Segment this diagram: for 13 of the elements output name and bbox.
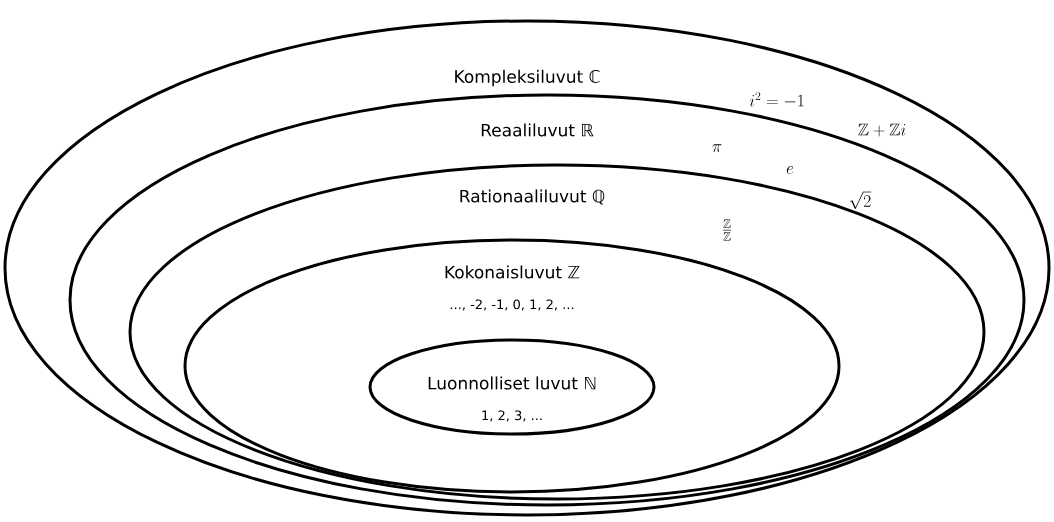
math-label: $\sqrt{2}$ [850,191,872,209]
math-label: $\mathbb{Z}+\mathbb{Z}i$ [858,123,906,137]
set-label: Reaaliluvut ℝ [481,123,594,137]
math-label: $e$ [786,166,794,174]
number-list: 1, 2, 3, ... [482,410,542,422]
set-label: Luonnolliset luvut ℕ [428,376,596,390]
set-label: Kokonaisluvut ℤ [445,265,580,279]
math-label: $\pi$ [712,144,722,152]
number-list: ..., -2, -1, 0, 1, 2, ... [450,299,574,311]
set-label: Kompleksiluvut ℂ [455,69,600,87]
math-label: $\frac{\mathbb{Z}}{\mathbb{Z}}$ [723,219,731,241]
math-label: $i^2 = -1$ [749,92,804,107]
set-label: Rationaaliluvut ℚ [460,189,605,205]
